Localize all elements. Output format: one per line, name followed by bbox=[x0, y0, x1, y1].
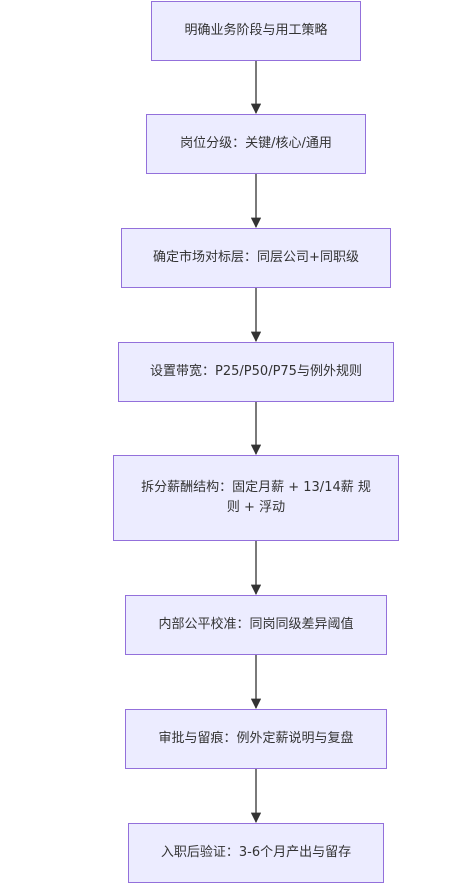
flow-node-label: 审批与留痕：例外定薪说明与复盘 bbox=[158, 731, 354, 746]
flow-node-post-hire-validation: 入职后验证：3-6个月产出与留存 bbox=[128, 823, 384, 883]
flow-node-approval-record: 审批与留痕：例外定薪说明与复盘 bbox=[125, 709, 387, 769]
flow-node-label: 内部公平校准：同岗同级差异阈值 bbox=[158, 617, 354, 632]
flow-node-label: 确定市场对标层：同层公司+同职级 bbox=[153, 250, 359, 265]
flow-node-internal-equity: 内部公平校准：同岗同级差异阈值 bbox=[125, 595, 387, 655]
flow-node-label: 设置带宽：P25/P50/P75与例外规则 bbox=[150, 364, 362, 379]
flow-node-label: 岗位分级：关键/核心/通用 bbox=[180, 136, 332, 151]
flow-node-business-stage: 明确业务阶段与用工策略 bbox=[151, 1, 361, 61]
flow-node-pay-structure: 拆分薪酬结构：固定月薪 + 13/14薪 规则 + 浮动 bbox=[113, 455, 399, 541]
flow-node-label: 入职后验证：3-6个月产出与留存 bbox=[160, 845, 352, 860]
flow-node-market-benchmark: 确定市场对标层：同层公司+同职级 bbox=[121, 228, 391, 288]
flow-node-pay-band: 设置带宽：P25/P50/P75与例外规则 bbox=[118, 342, 394, 402]
flow-node-label: 明确业务阶段与用工策略 bbox=[184, 23, 328, 38]
flow-node-label: 拆分薪酬结构：固定月薪 + 13/14薪 规则 + 浮动 bbox=[141, 480, 371, 515]
flow-node-job-grading: 岗位分级：关键/核心/通用 bbox=[146, 114, 366, 174]
